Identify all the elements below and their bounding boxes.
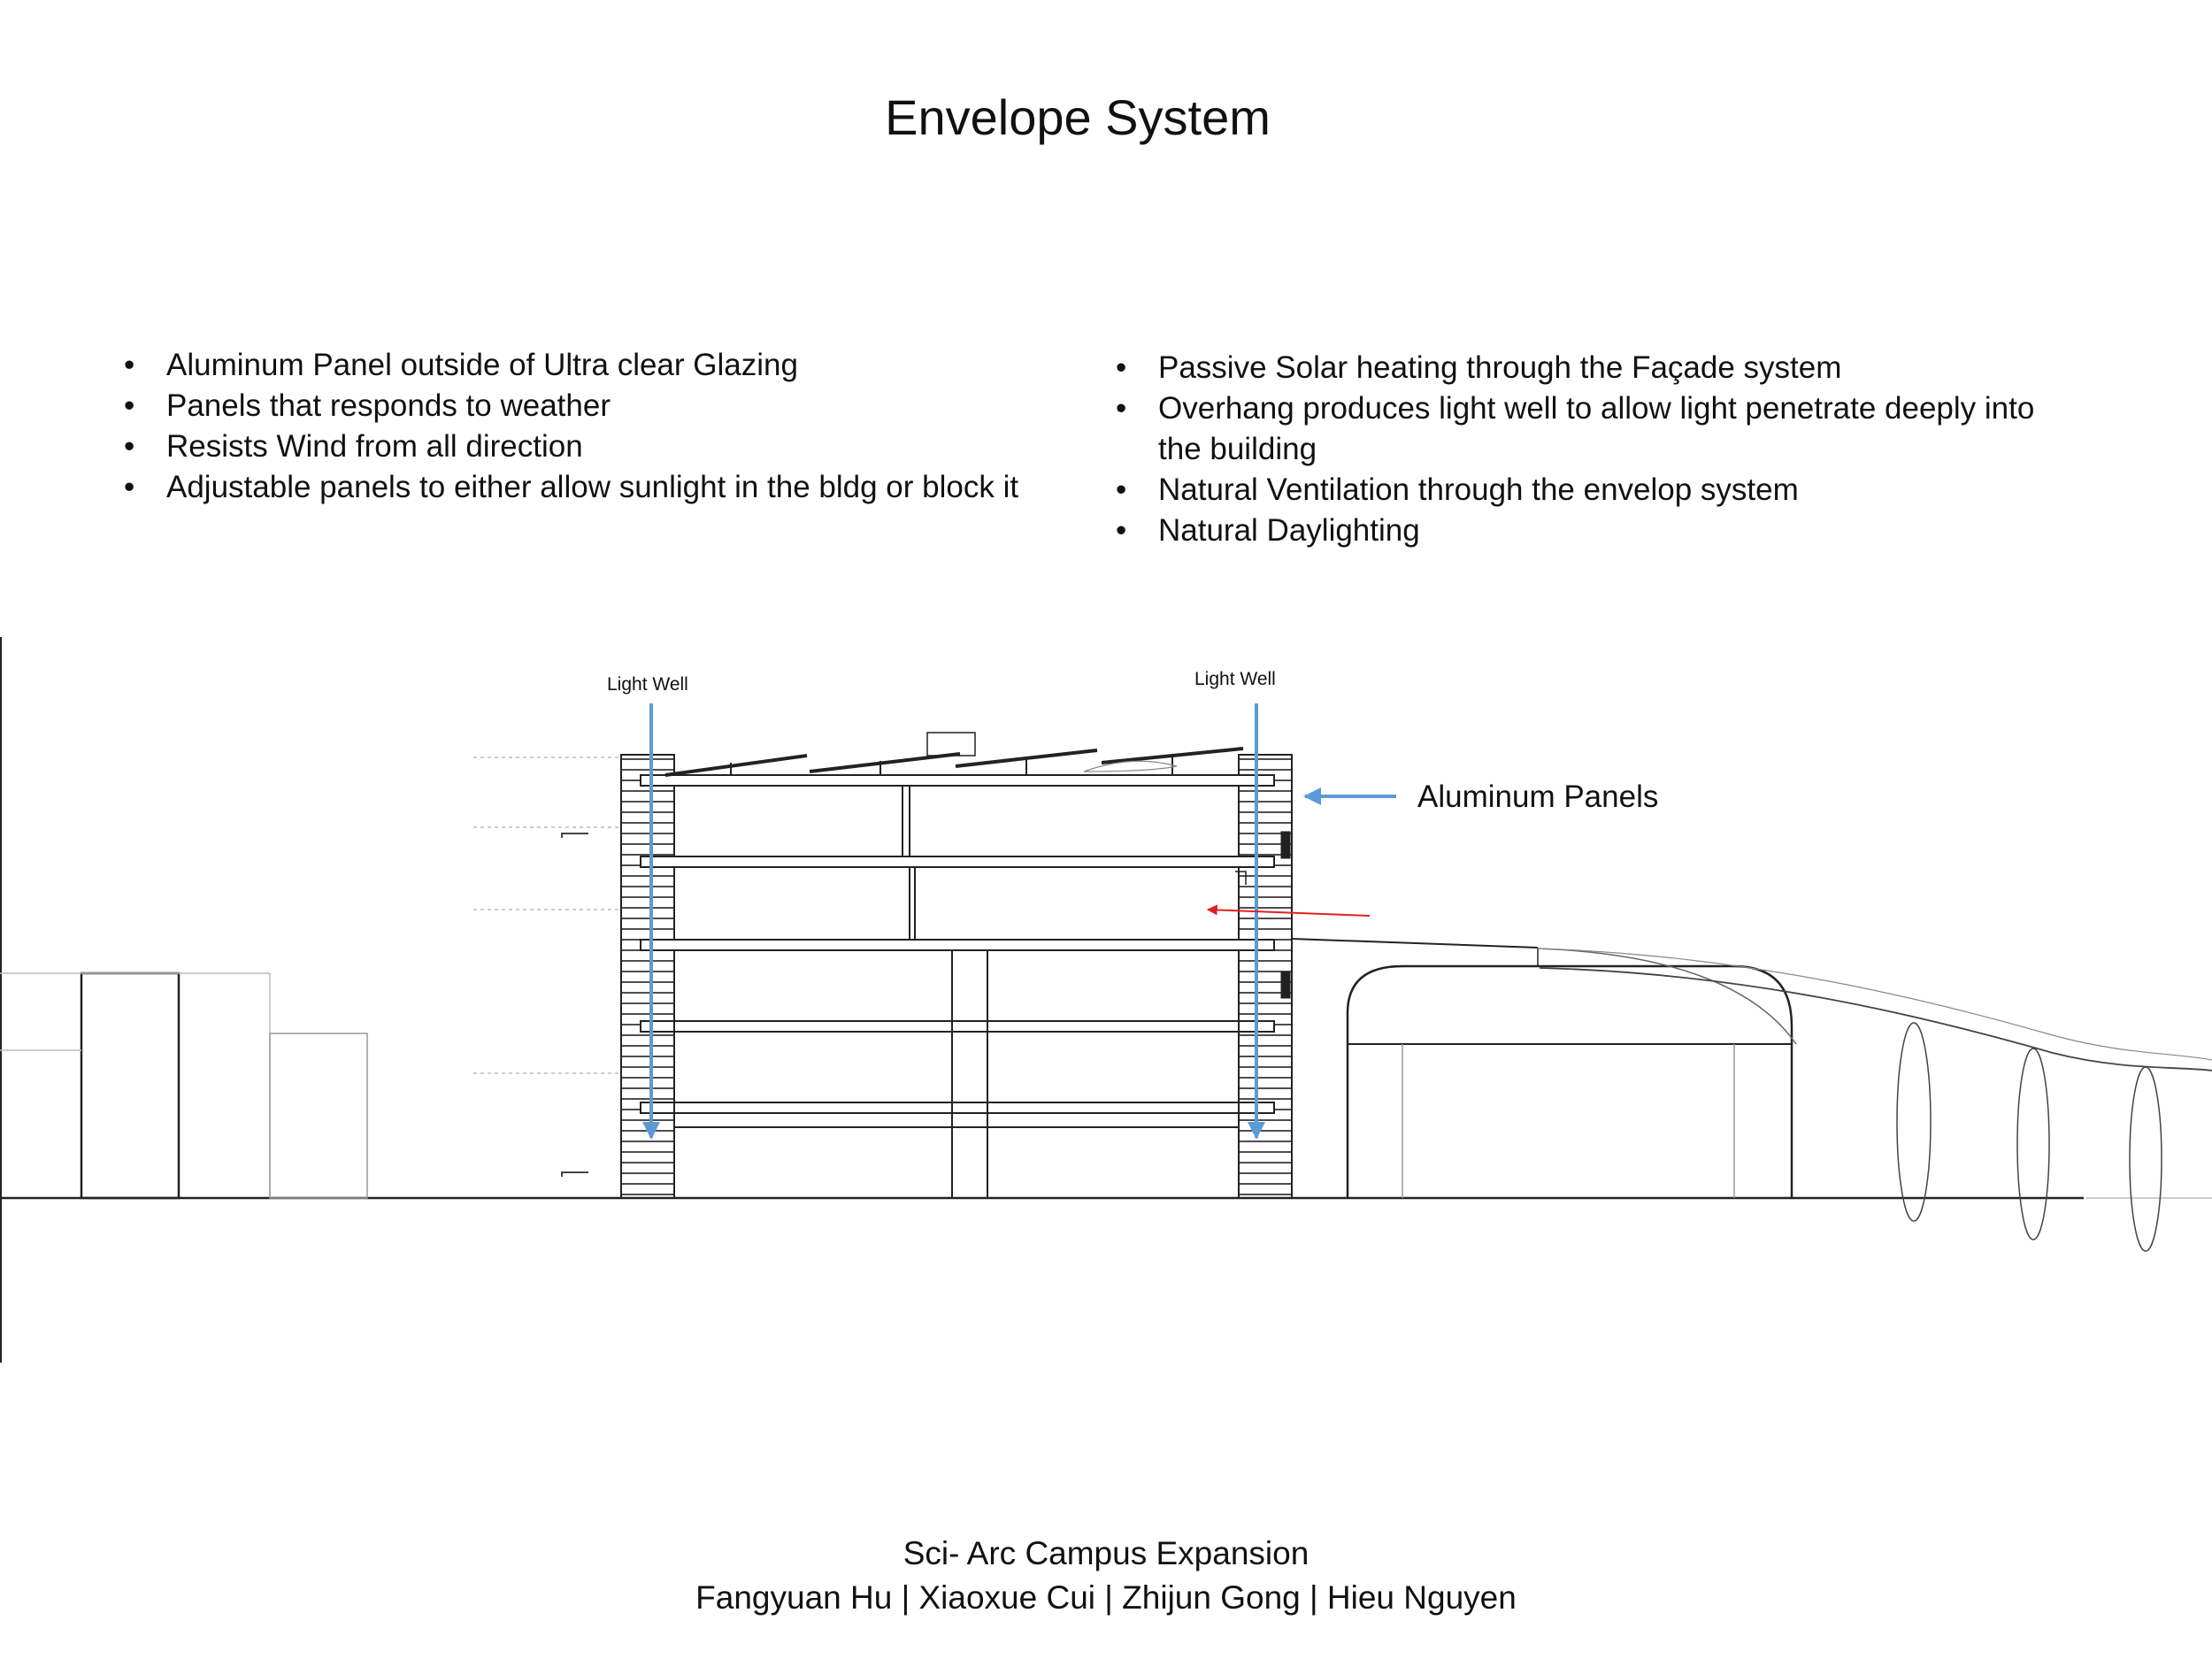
right-bullet-list: Passive Solar heating through the Façade… [1116,348,2054,551]
right-bullet-item: Overhang produces light well to allow li… [1116,388,2054,470]
right-bullet-item: Passive Solar heating through the Façade… [1116,348,2054,388]
project-title: Sci- Arc Campus Expansion [902,1535,1310,1571]
adjacent-structure [1291,938,2212,1252]
ventilation-arrow [1206,904,1371,917]
right-bullet-item: Natural Ventilation through the envelop … [1116,470,2054,511]
left-bullet-item: Aluminum Panel outside of Ultra clear Gl… [124,345,1115,386]
light-well-right-label: Light Well [1194,669,1276,689]
neighbor-buildings [0,972,368,1200]
left-bullet-item: Panels that responds to weather [124,386,1115,426]
right-bullet-item: Natural Daylighting [1116,511,2054,551]
left-bullet-list: Aluminum Panel outside of Ultra clear Gl… [124,345,1115,508]
left-bullet-item: Adjustable panels to either allow sunlig… [124,467,1115,508]
page-title: Envelope System [885,89,1271,145]
project-authors: Fangyuan Hu | Xiaoxue Cui | Zhijun Gong … [695,1579,1517,1616]
light-well-left-label: Light Well [607,674,688,695]
left-bullet-item: Resists Wind from all direction [124,426,1115,467]
building-section-diagram: Light Well Light Well Aluminum Panels [0,637,2212,1363]
floor-guide-lines [473,757,619,1074]
main-building [620,732,1293,1199]
aluminum-panels-label: Aluminum Panels [1417,780,1658,814]
